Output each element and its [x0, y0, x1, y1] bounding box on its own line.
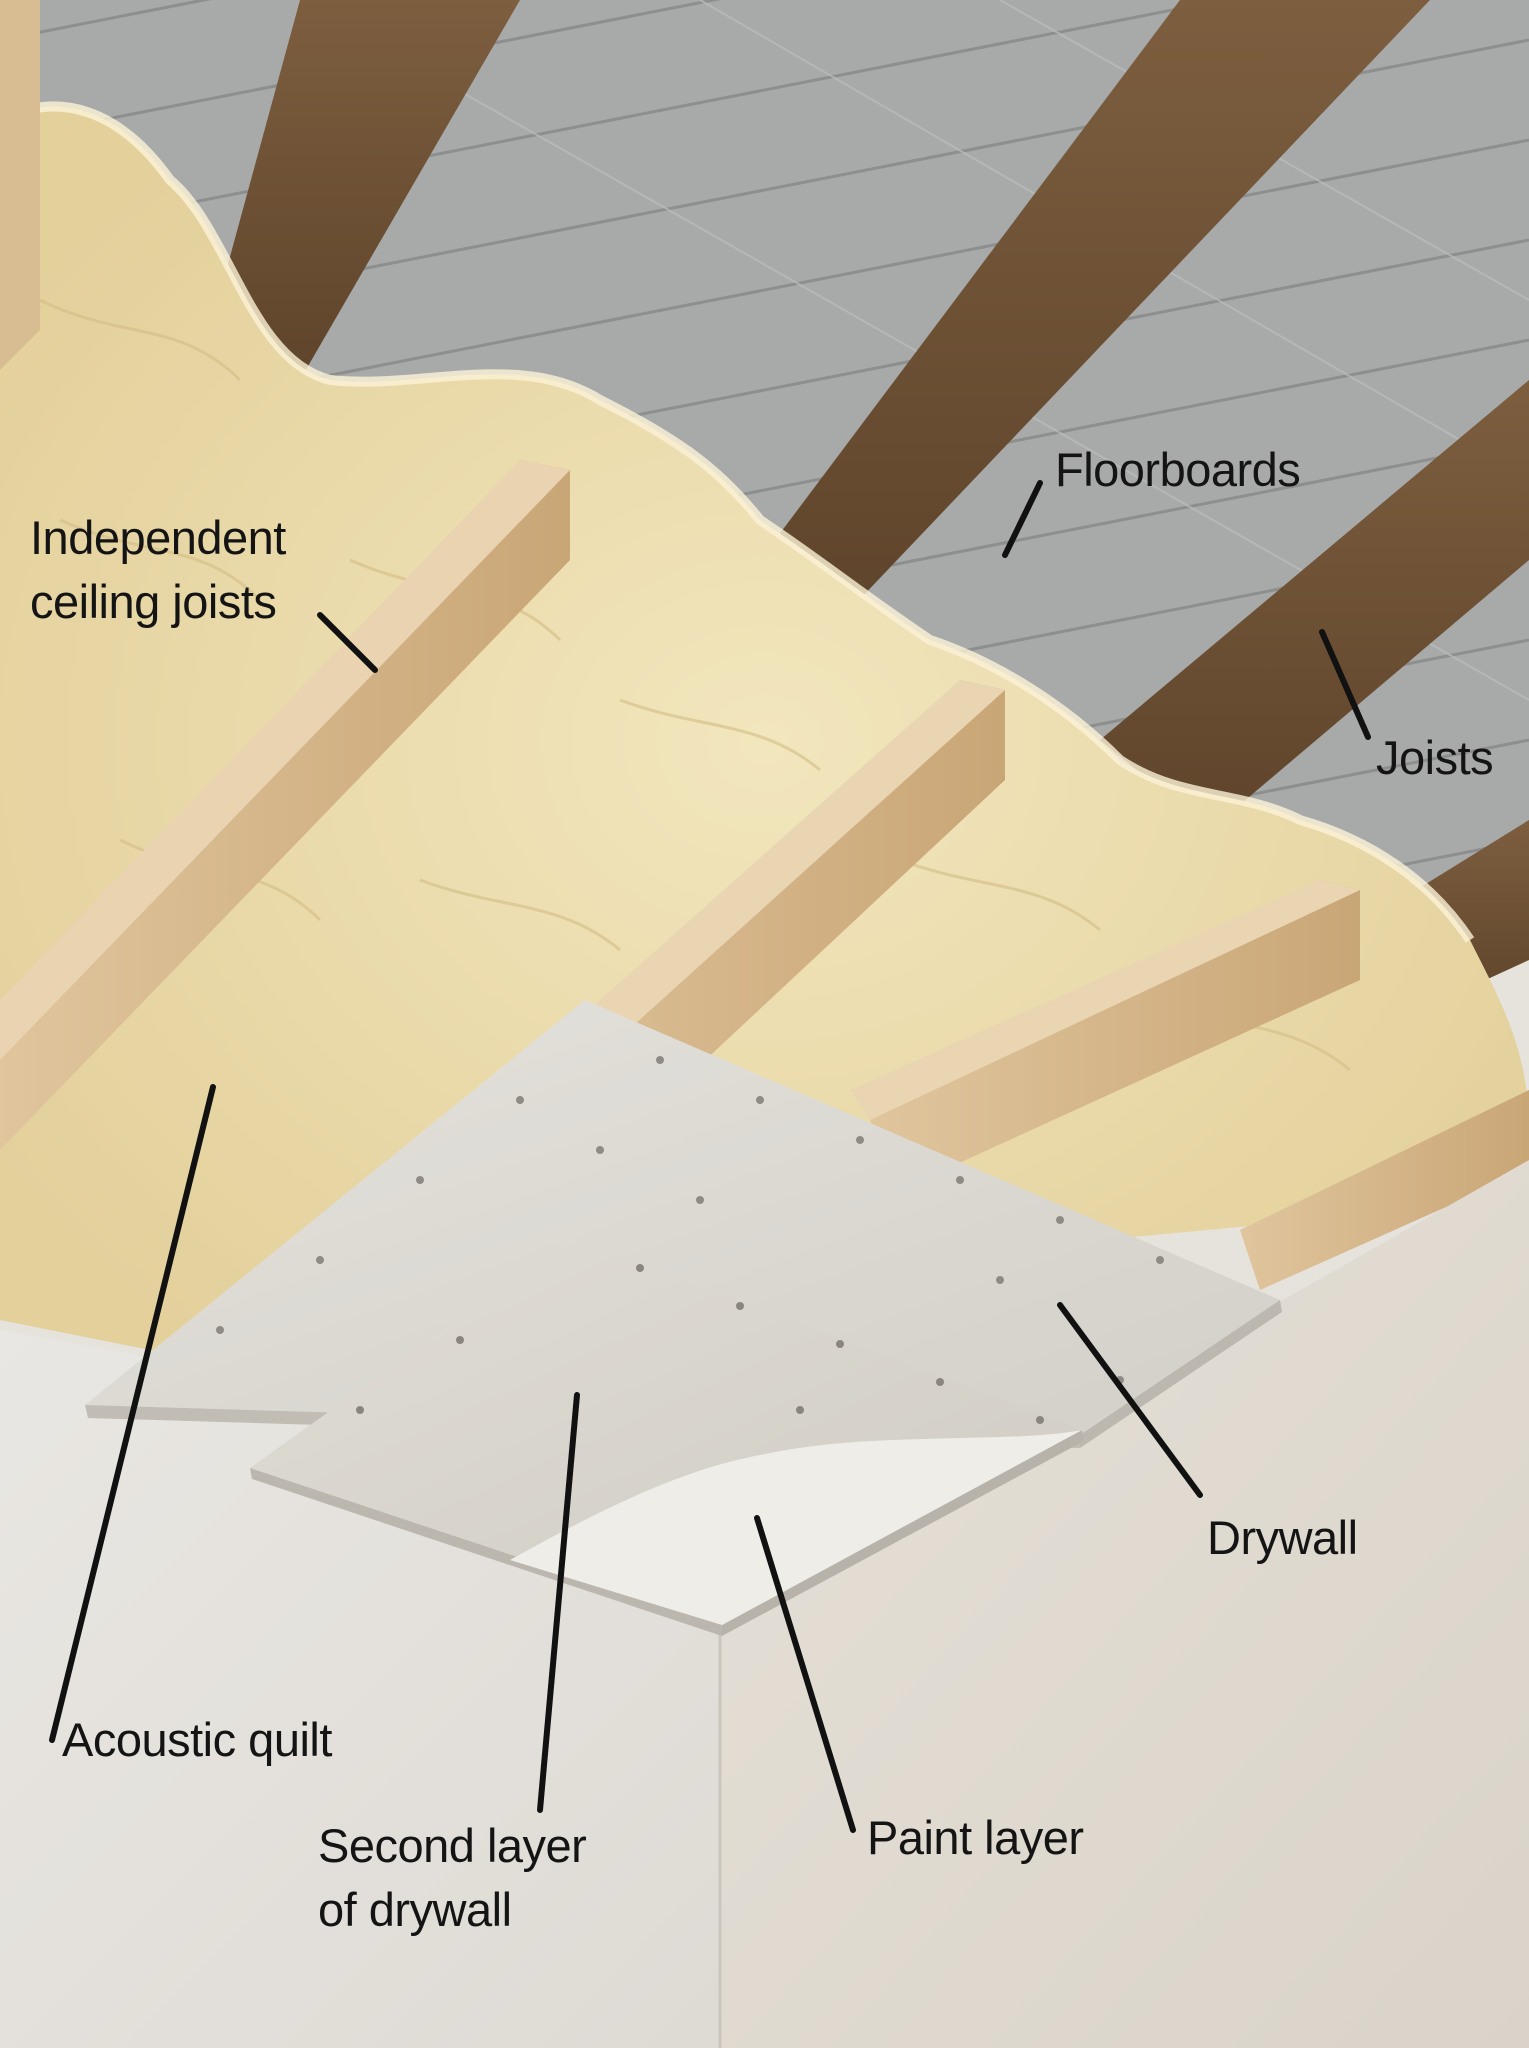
independent-ceiling-joists-label: Independent ceiling joists [30, 506, 286, 634]
floorboards-leader [1002, 480, 1043, 558]
floorboards-label: Floorboards [1055, 443, 1301, 496]
second-drywall-board [250, 1238, 1084, 1636]
second-layer-line-2: of drywall [318, 1883, 512, 1936]
drywall-label: Drywall [1207, 1511, 1358, 1564]
second-layer-line-1: Second layer [318, 1819, 587, 1872]
second-layer-of-drywall-label: Second layer of drywall [318, 1814, 587, 1942]
joists-label: Joists [1376, 731, 1494, 784]
leader-lines [49, 480, 1371, 1833]
independent-ceiling-joists-line-2: ceiling joists [30, 575, 277, 628]
paint-layer-leader [754, 1515, 856, 1833]
ceiling-joists-leader [317, 612, 378, 673]
acoustic-quilt-leader [49, 1084, 216, 1743]
drywall-leader [1057, 1302, 1203, 1498]
acoustic-quilt-label: Acoustic quilt [62, 1713, 332, 1766]
paint-layer-label: Paint layer [867, 1811, 1084, 1864]
paint-patch [510, 1430, 1082, 1625]
joists-leader [1319, 629, 1371, 740]
independent-ceiling-joists-line-1: Independent [30, 511, 286, 564]
second-layer-leader [537, 1392, 580, 1813]
